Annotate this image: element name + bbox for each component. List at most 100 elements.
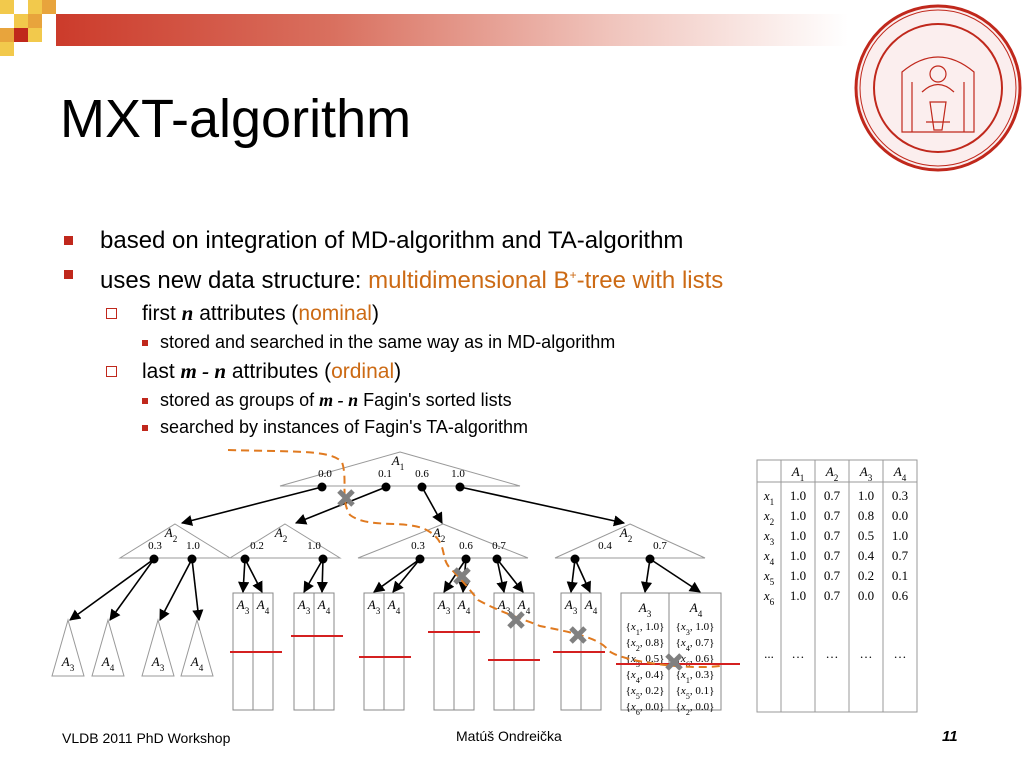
node-key: 0.2 bbox=[250, 540, 264, 552]
table-cell: 0.7 bbox=[824, 588, 841, 603]
list-entry-a3: {x5, 0.2} bbox=[626, 685, 665, 701]
tree-edge-arrow bbox=[392, 558, 421, 593]
list-attribute-label: A3 bbox=[367, 597, 381, 616]
root-key: 1.0 bbox=[451, 468, 465, 480]
footer-author: Matúš Ondreička bbox=[456, 728, 562, 744]
list-entry-a3: {x4, 0.4} bbox=[626, 669, 665, 685]
table-header-cell: A4 bbox=[893, 464, 907, 483]
root-key: 0.1 bbox=[378, 468, 392, 480]
tree-edge-arrow bbox=[109, 558, 155, 621]
root-key: 0.6 bbox=[415, 468, 429, 480]
node-attribute-label: A2 bbox=[274, 525, 288, 544]
sub-sub-bullet-item: stored and searched in the same way as i… bbox=[60, 329, 723, 356]
table-cell: 0.4 bbox=[858, 548, 875, 563]
table-ellipsis-cell: ... bbox=[764, 646, 774, 661]
table-row-label: x3 bbox=[763, 528, 775, 547]
table-ellipsis-cell: … bbox=[894, 646, 907, 661]
slide-title: MXT-algorithm bbox=[60, 89, 412, 149]
table-cell: 0.6 bbox=[892, 588, 909, 603]
cross-stroke bbox=[507, 611, 525, 629]
table-row-label: x1 bbox=[763, 488, 774, 507]
table-cell: 0.0 bbox=[892, 508, 908, 523]
node-key: 0.6 bbox=[459, 540, 473, 552]
table-cell: 1.0 bbox=[858, 488, 874, 503]
table-ellipsis-cell: … bbox=[826, 646, 839, 661]
bullet-item: uses new data structure: multidimensiona… bbox=[60, 258, 723, 298]
list-entry-a4: {x3, 1.0} bbox=[676, 621, 715, 637]
list-entry-a3: {x3, 0.5} bbox=[626, 653, 665, 669]
list-entry-a3: {x2, 0.8} bbox=[626, 637, 665, 653]
table-cell: 1.0 bbox=[790, 488, 806, 503]
table-cell: 0.7 bbox=[824, 528, 841, 543]
leaf-triangle bbox=[51, 618, 85, 677]
node-key: 0.3 bbox=[148, 540, 162, 552]
tree-edge-arrow bbox=[421, 486, 443, 524]
leaf-attribute-label: A4 bbox=[190, 654, 204, 673]
list-attribute-label: A4 bbox=[457, 597, 471, 616]
table-cell: 0.5 bbox=[858, 528, 874, 543]
leaf-attribute-label: A4 bbox=[101, 654, 115, 673]
leaf-triangle bbox=[180, 618, 214, 677]
cross-stroke bbox=[569, 626, 587, 644]
corner-decoration-icon bbox=[0, 0, 56, 56]
tree-node-triangle bbox=[279, 451, 521, 487]
cross-stroke bbox=[453, 567, 471, 585]
bullet-list: based on integration of MD-algorithm and… bbox=[60, 224, 723, 441]
leaf-attribute-label: A3 bbox=[151, 654, 165, 673]
header-gradient-bar bbox=[56, 14, 848, 46]
tree-edge-arrow bbox=[496, 558, 508, 594]
list-attribute-label: A3 bbox=[564, 597, 578, 616]
table-header-cell: A3 bbox=[859, 464, 873, 483]
list-attribute-label: A4 bbox=[689, 600, 703, 619]
node-attribute-label: A2 bbox=[432, 525, 446, 544]
tree-edge-arrow bbox=[640, 558, 653, 594]
table-cell: 0.7 bbox=[824, 568, 841, 583]
node-key: 1.0 bbox=[307, 540, 321, 552]
table-cell: 0.1 bbox=[892, 568, 908, 583]
table-header-cell: A2 bbox=[825, 464, 839, 483]
node-key: 0.4 bbox=[598, 540, 612, 552]
table-cell: 0.7 bbox=[824, 548, 841, 563]
cross-mark-icon bbox=[665, 653, 683, 671]
tree-edge-arrow bbox=[159, 558, 193, 621]
table-row-label: x5 bbox=[763, 568, 775, 587]
tree-edge-arrow bbox=[373, 558, 421, 593]
table-cell: 1.0 bbox=[790, 588, 806, 603]
leaf-attribute-label: A3 bbox=[61, 654, 75, 673]
node-attribute-label: A2 bbox=[164, 525, 178, 544]
leaf-triangle bbox=[141, 618, 175, 677]
tree-edge-arrow bbox=[180, 486, 323, 526]
tree-edge-arrow bbox=[191, 558, 204, 622]
list-entry-a3: {x1, 1.0} bbox=[626, 621, 665, 637]
tree-node-triangle bbox=[118, 523, 232, 559]
tree-edge-arrow bbox=[566, 558, 578, 594]
root-key: 0.0 bbox=[318, 468, 332, 480]
table-cell: 1.0 bbox=[790, 568, 806, 583]
tree-edge-arrow bbox=[649, 558, 701, 593]
cross-mark-icon bbox=[337, 489, 355, 507]
cross-mark-icon bbox=[507, 611, 525, 629]
table-row-label: x6 bbox=[763, 588, 775, 607]
list-entry-a4: {x5, 0.1} bbox=[676, 685, 715, 701]
list-entry-a4: {x2, 0.0} bbox=[676, 701, 715, 717]
bullet-item: based on integration of MD-algorithm and… bbox=[60, 224, 723, 258]
list-attribute-label: A4 bbox=[387, 597, 401, 616]
node-key: 0.7 bbox=[492, 540, 506, 552]
page-number: 11 bbox=[942, 728, 958, 745]
search-path-dashed bbox=[227, 449, 721, 669]
tree-edge-arrow bbox=[459, 486, 626, 527]
sorted-list-column bbox=[383, 592, 405, 711]
sub-sub-bullet-item: stored as groups of m - n Fagin's sorted… bbox=[60, 387, 723, 414]
list-attribute-label: A3 bbox=[236, 597, 250, 616]
list-attribute-label: A4 bbox=[317, 597, 331, 616]
table-cell: 0.7 bbox=[824, 488, 841, 503]
node-key: 1.0 bbox=[186, 540, 200, 552]
table-cell: 1.0 bbox=[790, 528, 806, 543]
sub-bullet-item: first n attributes (nominal) bbox=[60, 298, 723, 329]
university-seal-icon bbox=[854, 4, 1022, 172]
sorted-list-column bbox=[513, 592, 535, 711]
table-row-label: x2 bbox=[763, 508, 775, 527]
tree-edge-arrow bbox=[574, 558, 591, 594]
table-row-label: x4 bbox=[763, 548, 775, 567]
